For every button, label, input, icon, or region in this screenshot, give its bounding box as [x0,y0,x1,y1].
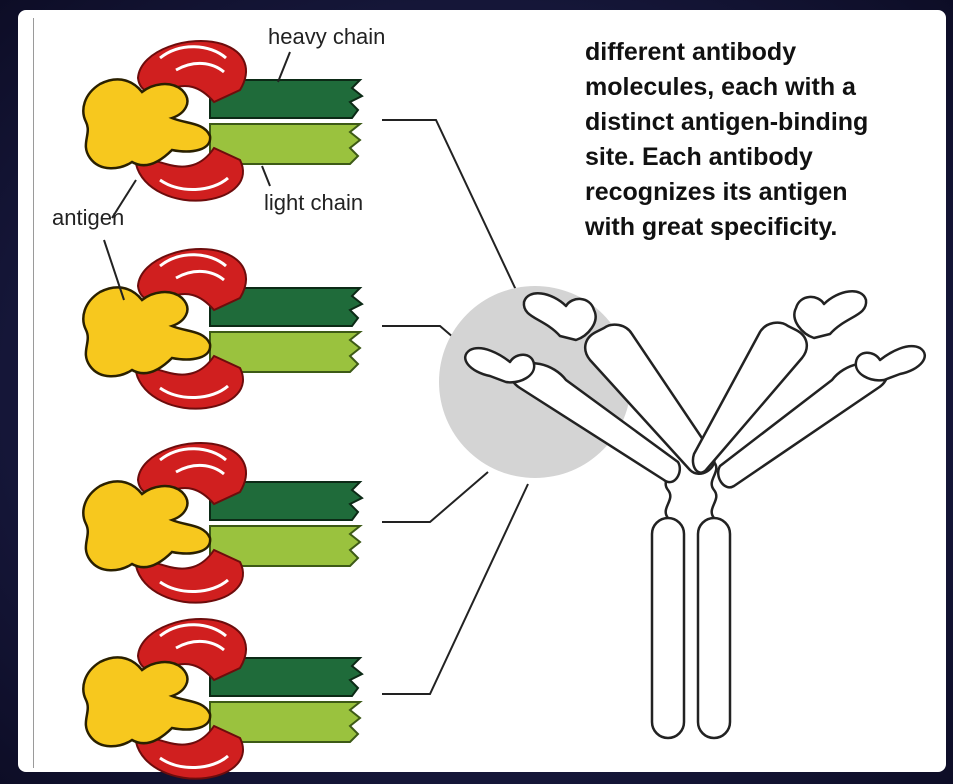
antigen-label: antigen [52,205,124,231]
antibody-complex-4 [83,619,362,779]
figure-left-rule [33,18,34,768]
antibody-complex-1 [83,41,362,201]
figure-caption: different antibody molecules, each with … [585,35,945,245]
antibody-complex-2 [83,249,362,409]
antibody-complex-3 [83,443,362,603]
light-chain-label: light chain [264,190,363,216]
heavy-chain-label: heavy chain [268,24,385,50]
